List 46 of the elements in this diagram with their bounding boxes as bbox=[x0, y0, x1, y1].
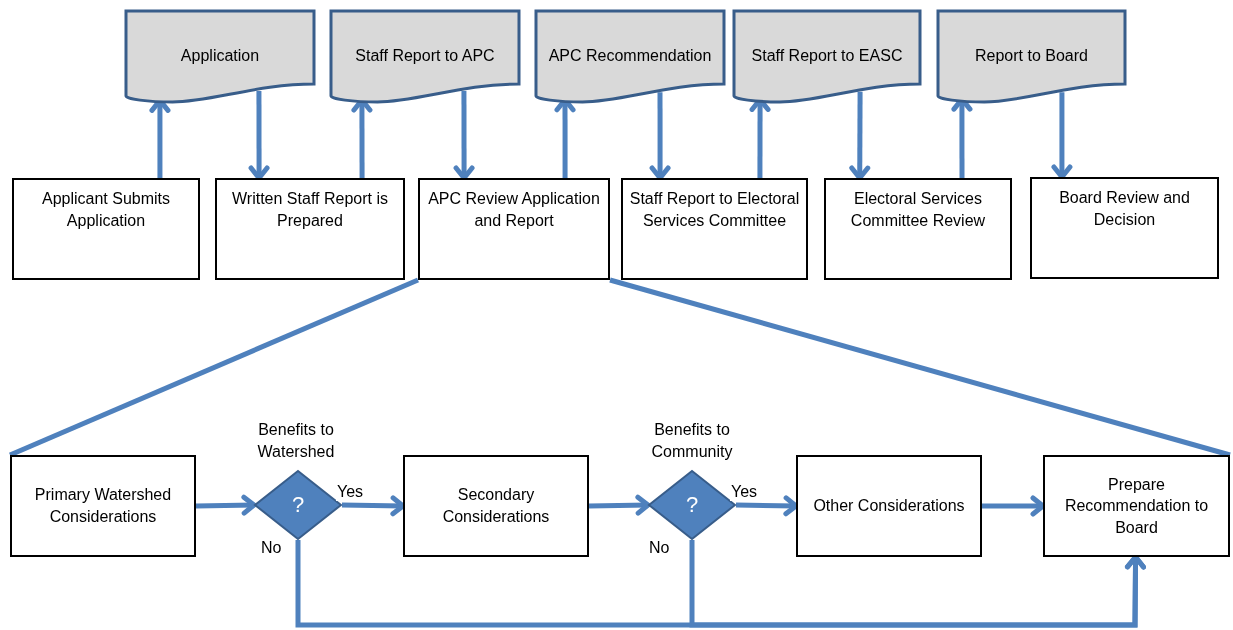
process-box bbox=[418, 178, 610, 280]
edge-label: Yes bbox=[336, 482, 365, 502]
decision-caption: Benefits to Community bbox=[650, 420, 734, 463]
node-label: Prepare Recommendation to Board bbox=[1063, 474, 1210, 538]
node-label: APC Review Application and Report bbox=[427, 189, 601, 231]
document-shape bbox=[937, 10, 1126, 102]
arrow bbox=[195, 494, 257, 516]
process-box bbox=[1043, 455, 1230, 557]
arrow bbox=[689, 540, 1146, 628]
edge-label: Yes bbox=[730, 482, 759, 502]
question-mark: ? bbox=[685, 491, 699, 520]
node-label: Board Review and Decision bbox=[1058, 188, 1191, 230]
arrow bbox=[849, 91, 871, 181]
process-box bbox=[10, 455, 196, 557]
node-label: Applicant Submits Application bbox=[40, 189, 172, 231]
arrow bbox=[248, 91, 270, 181]
arrow bbox=[588, 494, 651, 516]
process-box bbox=[621, 178, 808, 280]
arrow bbox=[649, 92, 671, 181]
decision-caption: Benefits to Watershed bbox=[256, 420, 336, 463]
document-shape bbox=[125, 10, 315, 102]
document-shape bbox=[535, 10, 725, 102]
node-label: Other Considerations bbox=[813, 496, 965, 517]
connector-line bbox=[9, 277, 419, 458]
process-box bbox=[1030, 177, 1219, 279]
document-label: Staff Report to APC bbox=[354, 46, 496, 67]
arrow bbox=[453, 91, 475, 181]
process-box bbox=[215, 178, 405, 280]
document-label: Application bbox=[179, 46, 261, 67]
document-label: Staff Report to EASC bbox=[750, 46, 904, 67]
question-mark: ? bbox=[291, 491, 305, 520]
document-shape bbox=[330, 10, 520, 102]
process-box bbox=[824, 178, 1012, 280]
node-label: Staff Report to Electoral Services Committee bbox=[629, 189, 800, 231]
document-label: APC Recommendation bbox=[547, 46, 713, 67]
process-box bbox=[796, 455, 982, 557]
node-label: Primary Watershed Considerations bbox=[33, 485, 173, 527]
process-box bbox=[403, 455, 589, 557]
node-label: Written Staff Report is Prepared bbox=[231, 189, 389, 231]
arrow bbox=[1051, 92, 1073, 180]
process-box bbox=[12, 178, 200, 280]
node-label: Electoral Services Committee Review bbox=[849, 189, 987, 231]
document-label: Report to Board bbox=[974, 46, 1089, 67]
document-shape bbox=[733, 10, 921, 102]
node-label: Secondary Considerations bbox=[441, 485, 551, 527]
connector-line bbox=[609, 277, 1231, 458]
